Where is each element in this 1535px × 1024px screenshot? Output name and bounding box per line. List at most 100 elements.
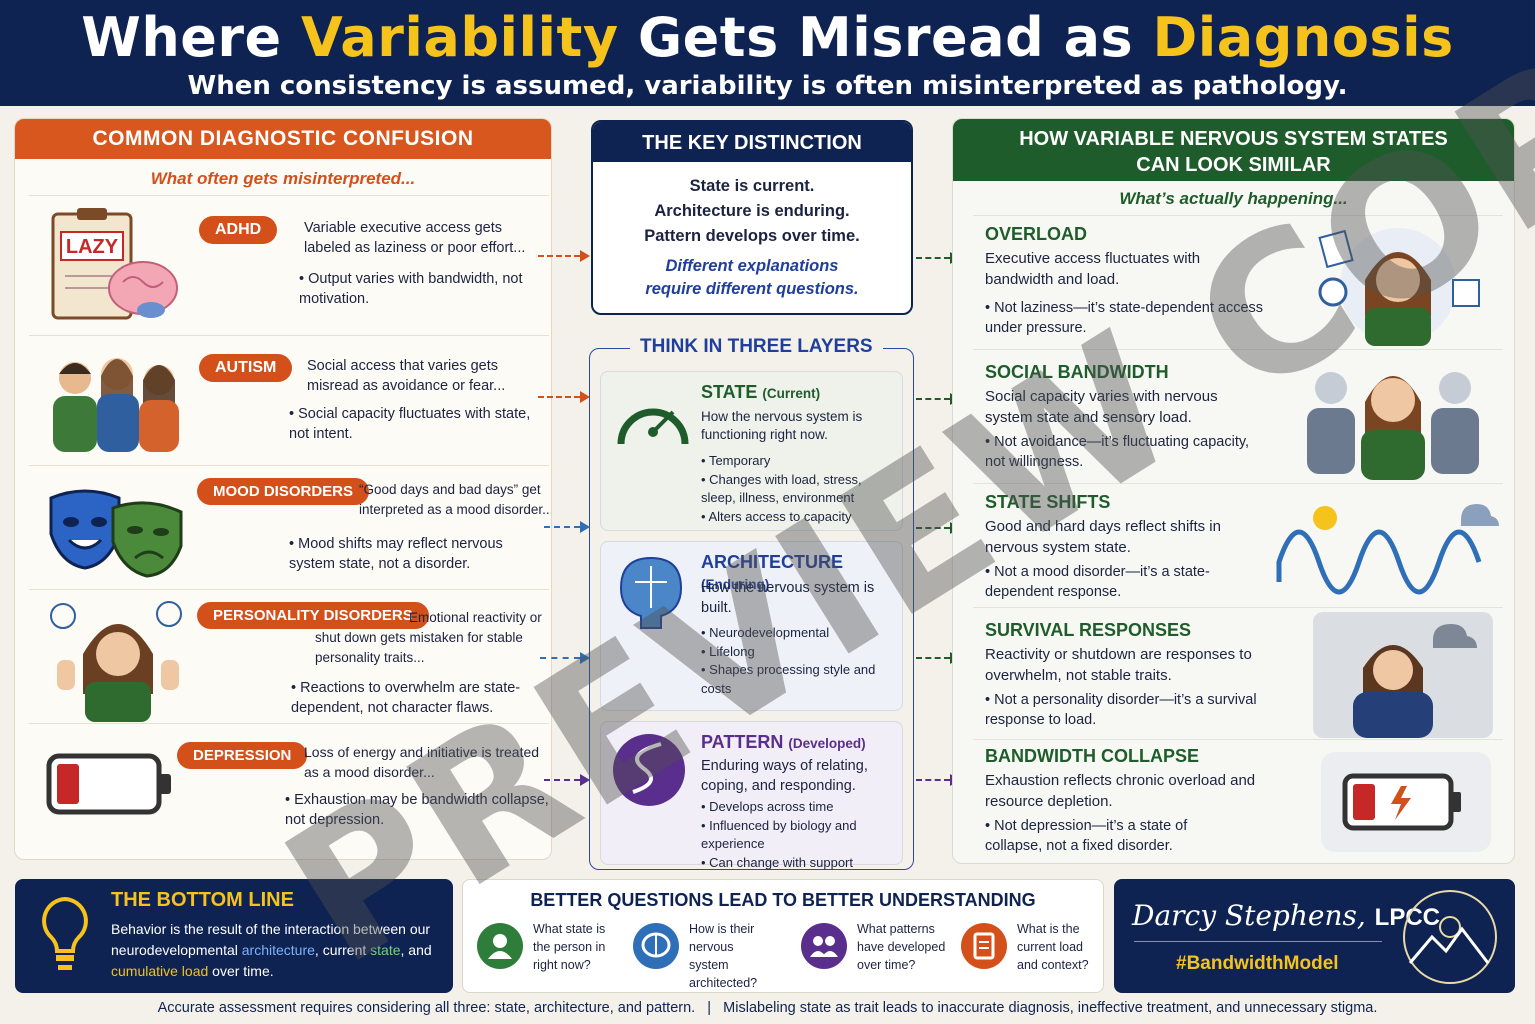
arrow-head <box>580 774 590 786</box>
row-note: • Not a mood disorder—it’s a state-depen… <box>985 564 1210 600</box>
page-subtitle: When consistency is assumed, variability… <box>187 71 1348 101</box>
list-item: BANDWIDTH COLLAPSE Exhaustion reflects c… <box>973 739 1503 863</box>
clipboard-icon <box>961 923 1007 969</box>
arrow <box>916 779 950 781</box>
group-icon <box>801 923 847 969</box>
social-bandwidth-title: SOCIAL BANDWIDTH <box>985 362 1169 382</box>
question-item: What is the current load and context? <box>961 920 1111 980</box>
row-note: • Not avoidance—it’s fluctuating capacit… <box>985 434 1250 470</box>
row-desc: Reactivity or shutdown are responses to … <box>985 646 1252 684</box>
brain-icon <box>633 923 679 969</box>
brand-box: Darcy Stephens, LPCC #BandwidthModel <box>1114 879 1515 993</box>
arrow <box>538 255 580 257</box>
questions-heading: BETTER QUESTIONS LEAD TO BETTER UNDERSTA… <box>530 890 1036 910</box>
state-layer: STATE (Current) How the nervous system i… <box>600 371 903 531</box>
row-note: • Not laziness—it’s state-dependent acce… <box>985 300 1264 336</box>
question-load-text: What is the current load and context? <box>1017 922 1089 972</box>
social-people-icon <box>1307 372 1479 480</box>
list-item: STATE SHIFTS Good and hard days reflect … <box>973 483 1503 607</box>
better-questions-box: BETTER QUESTIONS LEAD TO BETTER UNDERSTA… <box>462 879 1104 993</box>
common-confusion-panel: COMMON DIAGNOSTIC CONFUSION What often g… <box>14 118 552 860</box>
arrow <box>540 657 580 659</box>
three-layers-box: THINK IN THREE LAYERS STATE (Current) Ho… <box>589 336 914 870</box>
pattern-title: PATTERN (Developed) <box>701 732 866 752</box>
divider <box>1134 941 1382 942</box>
arrow <box>538 396 580 398</box>
architecture-list: NeurodevelopmentalLifelongShapes process… <box>701 624 891 698</box>
question-item: What patterns have developed over time? <box>801 920 951 980</box>
row-text: Loss of energy and initiative is treated… <box>304 744 540 780</box>
row-note: • Not a personality disorder—it’s a surv… <box>985 692 1257 728</box>
pattern-desc: Enduring ways of relating, coping, and r… <box>701 758 868 794</box>
pattern-layer: PATTERN (Developed) Enduring ways of rel… <box>600 721 903 870</box>
overload-person-icon <box>1318 228 1480 346</box>
header-banner: Where Variability Gets Misread as Diagno… <box>0 0 1535 106</box>
row-bullet: • Mood shifts may reflect nervous system… <box>289 536 503 572</box>
row-text: “Good days and bad days” get interpreted… <box>359 482 552 517</box>
list-item: LAZY ADHD Variable executive access gets… <box>29 195 549 335</box>
key-distinction-box: THE KEY DISTINCTION State is current.Arc… <box>591 120 913 315</box>
lazy-label: LAZY <box>66 236 119 258</box>
layers-heading: THINK IN THREE LAYERS <box>630 336 883 358</box>
list-item: OVERLOAD Executive access fluctuates wit… <box>973 215 1503 349</box>
low-battery-icon <box>46 753 171 815</box>
list-item: SOCIAL BANDWIDTH Social capacity varies … <box>973 349 1503 483</box>
arrow-head <box>580 652 590 664</box>
brain-circuit-icon <box>619 556 683 629</box>
arrow <box>916 527 950 529</box>
arrow <box>544 779 580 781</box>
arrow <box>916 257 950 259</box>
list-item: PERSONALITY DISORDERS Emotional reactivi… <box>29 589 549 723</box>
state-title: STATE (Current) <box>701 382 821 402</box>
row-note: • Not depression—it’s a state of collaps… <box>985 818 1188 854</box>
bandwidth-collapse-title: BANDWIDTH COLLAPSE <box>985 746 1199 766</box>
list-item: AUTISM Social access that varies gets mi… <box>29 335 549 465</box>
key-heading: THE KEY DISTINCTION <box>593 122 911 162</box>
row-bullet: • Social capacity fluctuates with state,… <box>289 406 531 442</box>
collapse-battery-icon <box>1321 752 1491 852</box>
bottom-line-box: THE BOTTOM LINE Behavior is the result o… <box>15 879 453 993</box>
winding-path-icon <box>613 734 685 806</box>
mountain-sun-logo-icon <box>1403 890 1497 984</box>
lazy-clipboard-icon: LAZY <box>51 208 178 320</box>
arrow <box>916 657 950 659</box>
list-item: MOOD DISORDERS “Good days and bad days” … <box>29 465 552 589</box>
row-text: Social access that varies gets misread a… <box>307 358 506 394</box>
personality-disorders-badge: PERSONALITY DISORDERS <box>197 602 429 629</box>
state-desc: How the nervous system is functioning ri… <box>701 409 863 442</box>
row-bullet: • Reactions to overwhelm are state-depen… <box>291 680 521 716</box>
list-item: DEPRESSION Loss of energy and initiative… <box>29 723 549 843</box>
mood-disorders-badge: MOOD DISORDERS <box>197 478 370 505</box>
theater-masks-icon <box>49 489 183 578</box>
hashtag: #BandwidthModel <box>1176 953 1339 974</box>
list-item: SURVIVAL RESPONSES Reactivity or shutdow… <box>973 607 1503 739</box>
state-shifts-title: STATE SHIFTS <box>985 492 1111 512</box>
key-statements: State is current.Architecture is endurin… <box>644 177 860 298</box>
row-text: Emotional reactivity or shut down gets m… <box>315 610 542 665</box>
panel-subheading: What often gets misinterpreted... <box>150 169 416 188</box>
bottom-line-title: THE BOTTOM LINE <box>111 889 294 911</box>
row-text: Variable executive access gets labeled a… <box>304 220 526 256</box>
wave-weather-icon <box>1276 504 1499 595</box>
question-item: How is their nervous system architected? <box>633 920 783 990</box>
footer-note: Accurate assessment requires considering… <box>157 1000 1378 1016</box>
author-name: Darcy Stephens, LPCC <box>1132 899 1441 932</box>
person-icon <box>477 923 523 969</box>
row-bullet: • Exhaustion may be bandwidth collapse, … <box>285 792 549 828</box>
page-title: Where Variability Gets Misread as Diagno… <box>81 6 1454 69</box>
distressed-person-icon <box>1313 612 1493 738</box>
overwhelmed-person-icon <box>50 601 182 722</box>
question-item: What state is the person in right now? <box>477 920 627 980</box>
row-desc: Good and hard days reflect shifts in ner… <box>985 518 1221 556</box>
row-desc: Exhaustion reflects chronic overload and… <box>985 772 1256 810</box>
arrow <box>544 526 580 528</box>
depression-badge: DEPRESSION <box>177 742 308 769</box>
gauge-icon <box>617 408 689 445</box>
architecture-title: ARCHITECTURE (Enduring) <box>701 552 843 592</box>
row-desc: Executive access fluctuates with bandwid… <box>985 250 1201 288</box>
adhd-badge: ADHD <box>199 216 278 244</box>
survival-responses-title: SURVIVAL RESPONSES <box>985 620 1192 640</box>
architecture-layer: ARCHITECTURE (Enduring) How the nervous … <box>600 541 903 711</box>
architecture-desc: How the nervous system is built. <box>701 580 875 616</box>
